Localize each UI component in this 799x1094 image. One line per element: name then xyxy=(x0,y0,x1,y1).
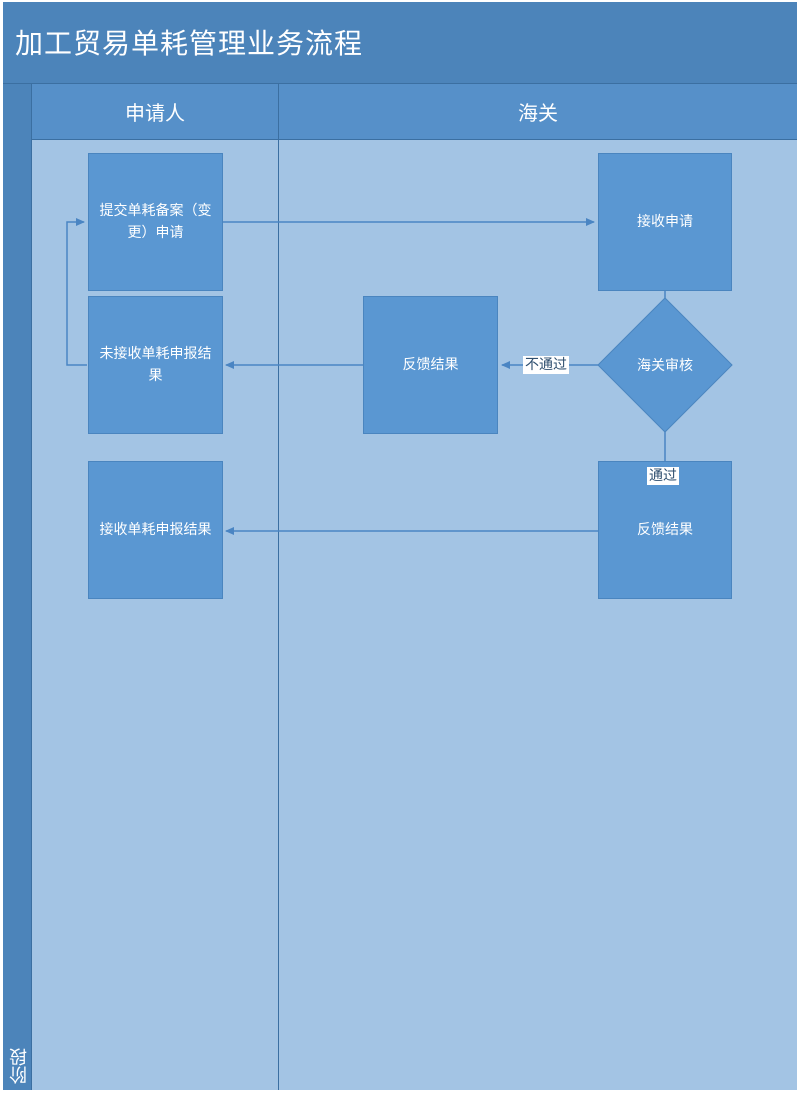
edge-label-approved: 通过 xyxy=(647,467,679,485)
lane-header-customs: 海关 xyxy=(279,84,797,140)
node-submit-application: 提交单耗备案（变更）申请 xyxy=(88,153,223,291)
lane-header-applicant: 申请人 xyxy=(32,84,279,140)
node-customs-review-label: 海关审核 xyxy=(637,358,693,374)
edge-label-rejected: 不通过 xyxy=(523,356,569,374)
node-feedback-rejected: 反馈结果 xyxy=(363,296,498,434)
title-bar: 加工贸易单耗管理业务流程 xyxy=(3,2,797,84)
node-not-received-result: 未接收单耗申报结果 xyxy=(88,296,223,434)
arrow-not-received-loop-to-submit xyxy=(66,218,87,366)
diagram-title: 加工贸易单耗管理业务流程 xyxy=(15,27,364,60)
node-receive-application: 接收申请 xyxy=(598,153,732,291)
node-received-result: 接收单耗申报结果 xyxy=(88,461,223,599)
stage-column: 阶段 xyxy=(3,84,32,1090)
node-feedback-approved: 反馈结果 xyxy=(598,461,732,599)
